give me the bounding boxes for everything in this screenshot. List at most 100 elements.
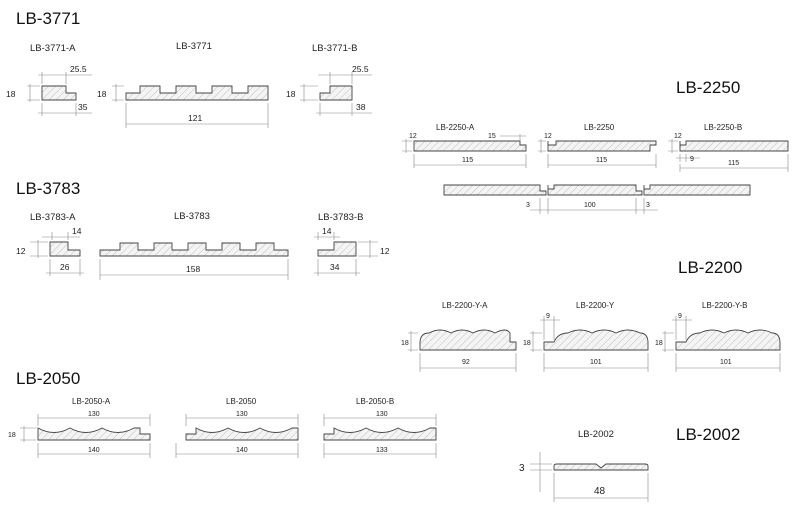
profile-lb3783: LB-3783 158	[99, 211, 289, 280]
section-lb2200-b	[675, 329, 781, 351]
profile-lb2050-b: LB-2050-B 130 133	[323, 397, 437, 458]
label-lb2200-a: LB-2200-Y-A	[442, 301, 488, 310]
dim-lb3771-left: 18	[97, 89, 107, 99]
section-lb2002	[553, 463, 649, 471]
section-lb2250-a	[413, 140, 527, 152]
section-lb3771-b	[319, 85, 353, 101]
dim-lb3771-a-bottom: 35	[78, 102, 88, 112]
label-lb2050-a: LB-2050-A	[72, 397, 111, 406]
dim-lb2002-bottom: 48	[594, 486, 606, 497]
profile-lb3771-b: LB-3771-B 25.5 18 38	[286, 43, 372, 116]
dim-lb2200-top: 9	[546, 313, 550, 320]
section-lb2050-a	[37, 427, 151, 441]
profile-lb2050-a: LB-2050-A 130 18 140	[8, 397, 151, 458]
dim-lb3783-bottom: 158	[186, 264, 200, 274]
dim-lb2050-a-left: 18	[8, 432, 16, 439]
label-lb2250-b: LB-2250-B	[704, 123, 742, 132]
dim-lb2050-a-top: 130	[88, 411, 100, 418]
label-lb2050: LB-2050	[226, 397, 257, 406]
dim-lb2250-b-left: 12	[674, 133, 682, 140]
dim-lb2200-b-top: 9	[678, 313, 682, 320]
dim-lb3771-a-left: 18	[6, 89, 16, 99]
profile-lb2200: LB-2200-Y 9 18 101	[523, 301, 649, 372]
heading-lb2250: LB-2250	[676, 78, 740, 97]
dim-lb2050-a-bottom: 140	[88, 447, 100, 454]
group-lb3771: LB-3771 LB-3771-A 25.5 18 35 LB-3771 18 …	[6, 9, 372, 128]
dim-lb2050-bottom: 140	[236, 447, 248, 454]
heading-lb3771: LB-3771	[16, 9, 80, 28]
group-lb2050: LB-2050 LB-2050-A 130 18 140 LB-2050 130…	[8, 369, 437, 458]
dim-lb2200-left: 18	[523, 340, 531, 347]
dim-lb2250-bottom: 115	[596, 157, 607, 164]
profile-lb3771: LB-3771 18 121	[97, 41, 269, 128]
dim-lb3783-b-right: 12	[380, 246, 390, 256]
dim-lb2250-b-bottom: 115	[728, 160, 739, 167]
dim-lb2250-width: 100	[584, 202, 596, 209]
heading-lb3783: LB-3783	[16, 179, 80, 198]
section-lb2200-a	[419, 329, 517, 351]
profile-lb2250-a: LB-2250-A 12 15 115	[402, 123, 527, 168]
profile-lb2200-a: LB-2200-Y-A 18 92	[401, 301, 517, 372]
label-lb3783-b: LB-3783-B	[318, 212, 363, 223]
profile-lb3783-a: LB-3783-A 14 12 26	[16, 212, 84, 276]
profile-lb3771-a: LB-3771-A 25.5 18 35	[6, 43, 92, 116]
label-lb3771-a: LB-3771-A	[30, 43, 76, 54]
dim-lb3783-a-left: 12	[16, 246, 26, 256]
profile-lb3783-b: LB-3783-B 14 12 34	[314, 212, 390, 276]
dim-lb2200-bottom: 101	[590, 359, 602, 366]
dim-lb2200-b-left: 18	[655, 340, 663, 347]
heading-lb2050: LB-2050	[16, 369, 80, 388]
heading-lb2200: LB-2200	[678, 258, 742, 277]
label-lb2250-a: LB-2250-A	[436, 123, 475, 132]
assembly-board-2	[547, 184, 643, 196]
dim-lb2250-gap-left: 3	[526, 202, 530, 209]
label-lb2002: LB-2002	[578, 429, 614, 440]
profile-lb2050: LB-2050 130 140	[175, 397, 299, 458]
dim-lb3783-a-top: 14	[72, 226, 82, 236]
dim-lb3771-b-left: 18	[286, 89, 296, 99]
dim-lb2250-a-left: 12	[409, 133, 417, 140]
dim-lb3771-b-top: 25.5	[352, 64, 369, 74]
section-lb2250	[547, 140, 657, 152]
profile-lb2200-b: LB-2200-Y-B 9 18 101	[655, 301, 781, 372]
label-lb2200: LB-2200-Y	[576, 301, 615, 310]
dim-lb2250-a-top: 15	[488, 133, 496, 140]
assembly-lb2250: 3 100 3	[443, 184, 751, 214]
group-lb2250: LB-2250 LB-2250-A 12 15 115 LB-2250 12 1…	[402, 78, 789, 214]
section-lb2050	[185, 427, 299, 441]
label-lb2200-b: LB-2200-Y-B	[702, 301, 748, 310]
profile-lb2250: LB-2250 12 115	[538, 123, 657, 168]
section-lb2250-b	[679, 140, 789, 152]
section-lb3783-a	[49, 241, 81, 257]
section-lb2050-b	[323, 427, 437, 441]
group-lb3783: LB-3783 LB-3783-A 14 12 26 LB-3783 158 L…	[16, 179, 390, 280]
section-lb3783-b	[317, 241, 357, 257]
profile-lb2250-b: LB-2250-B 12 9 115	[668, 123, 789, 172]
label-lb3771-b: LB-3771-B	[312, 43, 357, 54]
dim-lb2250-gap-right: 3	[646, 202, 650, 209]
section-lb3783	[99, 242, 289, 257]
section-lb3771-a	[41, 85, 77, 101]
group-lb2200: LB-2200 LB-2200-Y-A 18 92 LB-2200-Y 9 18…	[401, 258, 781, 372]
dim-lb3783-b-bottom: 34	[330, 262, 340, 272]
label-lb2050-b: LB-2050-B	[356, 397, 394, 406]
group-lb2002: LB-2002 LB-2002 3 48	[519, 425, 740, 502]
dim-lb2050-top: 130	[236, 411, 248, 418]
dim-lb3771-bottom: 121	[188, 113, 202, 123]
assembly-board-1	[443, 184, 547, 196]
dim-lb2200-a-bottom: 92	[462, 359, 470, 366]
section-lb3771	[125, 85, 269, 101]
label-lb2250: LB-2250	[584, 123, 615, 132]
dim-lb2250-a-bottom: 115	[462, 157, 473, 164]
dim-lb2200-b-bottom: 101	[720, 359, 732, 366]
section-lb2200	[543, 329, 649, 351]
dim-lb3771-b-bottom: 38	[356, 102, 366, 112]
dim-lb2050-b-bottom: 133	[376, 447, 388, 454]
label-lb3783-a: LB-3783-A	[30, 212, 76, 223]
dim-lb3771-a-top: 25.5	[70, 64, 87, 74]
dim-lb2250-b-inner: 9	[690, 156, 694, 163]
dim-lb2200-a-left: 18	[401, 340, 409, 347]
assembly-board-3	[643, 184, 751, 196]
dim-lb3783-b-top: 14	[322, 226, 332, 236]
